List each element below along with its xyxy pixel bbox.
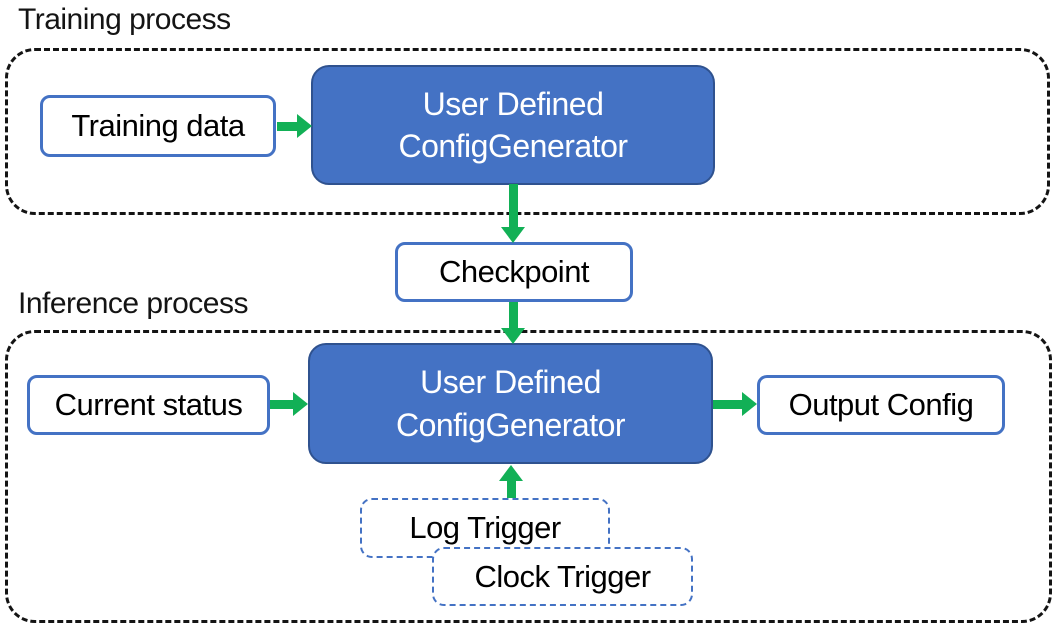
arrow-checkpoint-to-generator bbox=[500, 302, 526, 344]
arrow-shaft bbox=[277, 121, 297, 131]
checkpoint-node: Checkpoint bbox=[395, 242, 633, 302]
config-generator-inference-node: User Defined ConfigGenerator bbox=[308, 343, 713, 464]
training-data-node: Training data bbox=[40, 95, 276, 157]
arrow-training-data-to-generator bbox=[277, 114, 312, 138]
arrow-head-down-icon bbox=[501, 328, 525, 344]
arrow-head-right-icon bbox=[293, 392, 308, 416]
arrow-generator-to-output-config bbox=[713, 392, 757, 416]
log-trigger-label: Log Trigger bbox=[409, 510, 561, 545]
inference-process-group bbox=[5, 330, 1052, 623]
arrow-current-status-to-generator bbox=[270, 392, 308, 416]
current-status-label: Current status bbox=[54, 387, 243, 422]
arrow-generator-to-checkpoint bbox=[500, 184, 526, 243]
config-generator-training-node: User Defined ConfigGenerator bbox=[311, 65, 715, 185]
config-generator-training-line2: ConfigGenerator bbox=[398, 128, 628, 164]
config-generator-training-line1: User Defined bbox=[422, 85, 604, 122]
arrow-shaft bbox=[508, 184, 518, 227]
training-data-label: Training data bbox=[71, 108, 245, 143]
checkpoint-label: Checkpoint bbox=[438, 254, 590, 289]
arrow-head-right-icon bbox=[742, 392, 757, 416]
config-generator-inference-line1: User Defined bbox=[420, 364, 601, 401]
training-process-label: Training process bbox=[18, 3, 231, 36]
arrow-triggers-to-generator bbox=[498, 465, 524, 498]
clock-trigger-label: Clock Trigger bbox=[474, 558, 651, 594]
output-config-node: Output Config bbox=[757, 375, 1005, 435]
arrow-head-right-icon bbox=[297, 114, 312, 138]
config-generator-inference-line2: ConfigGenerator bbox=[395, 406, 626, 443]
inference-process-label: Inference process bbox=[18, 287, 248, 320]
arrow-shaft bbox=[508, 302, 518, 328]
clock-trigger-node: Clock Trigger bbox=[432, 547, 693, 606]
arrow-shaft bbox=[713, 399, 742, 409]
arrow-shaft bbox=[270, 399, 293, 409]
output-config-label: Output Config bbox=[788, 387, 974, 422]
current-status-node: Current status bbox=[27, 375, 270, 435]
arrow-head-up-icon bbox=[499, 465, 523, 481]
arrow-head-down-icon bbox=[501, 227, 525, 243]
arrow-shaft bbox=[506, 481, 516, 498]
training-process-group bbox=[5, 48, 1050, 215]
